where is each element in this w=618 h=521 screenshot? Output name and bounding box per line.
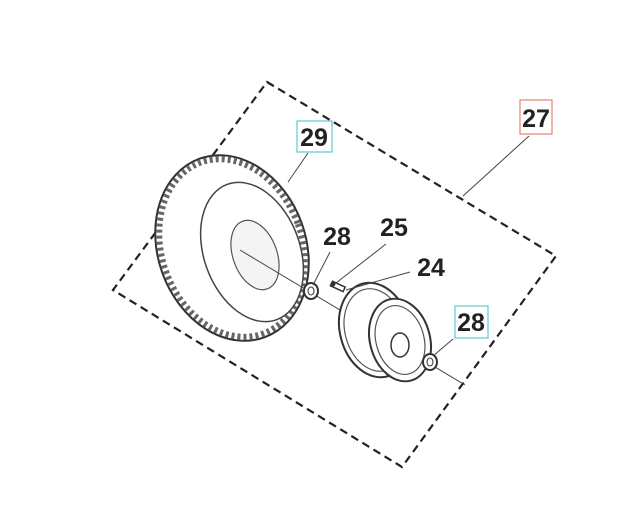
leader-24 bbox=[345, 271, 411, 291]
callout-24[interactable]: 24 bbox=[417, 254, 445, 282]
washer-inner[interactable] bbox=[303, 282, 319, 300]
leader-lines bbox=[287, 135, 530, 357]
callout-box-28b bbox=[454, 305, 489, 339]
callout-box-27 bbox=[519, 99, 553, 135]
leader-25 bbox=[335, 243, 387, 284]
washer-outer[interactable] bbox=[422, 353, 438, 371]
leader-28 bbox=[312, 251, 331, 286]
callout-28[interactable]: 28 bbox=[323, 223, 351, 251]
tire[interactable] bbox=[130, 133, 334, 362]
leader-27 bbox=[462, 135, 530, 197]
leader-28b bbox=[432, 338, 454, 357]
assembly-dashed-boundary bbox=[111, 80, 558, 469]
wheel-rim[interactable] bbox=[329, 275, 440, 389]
leader-29 bbox=[287, 152, 309, 183]
callout-29[interactable]: 29 bbox=[300, 124, 328, 152]
callout-28b[interactable]: 28 bbox=[457, 309, 485, 337]
valve-stem[interactable] bbox=[329, 280, 347, 293]
callout-box-29 bbox=[296, 120, 333, 153]
callout-25[interactable]: 25 bbox=[380, 214, 408, 242]
callout-27[interactable]: 27 bbox=[522, 105, 550, 133]
